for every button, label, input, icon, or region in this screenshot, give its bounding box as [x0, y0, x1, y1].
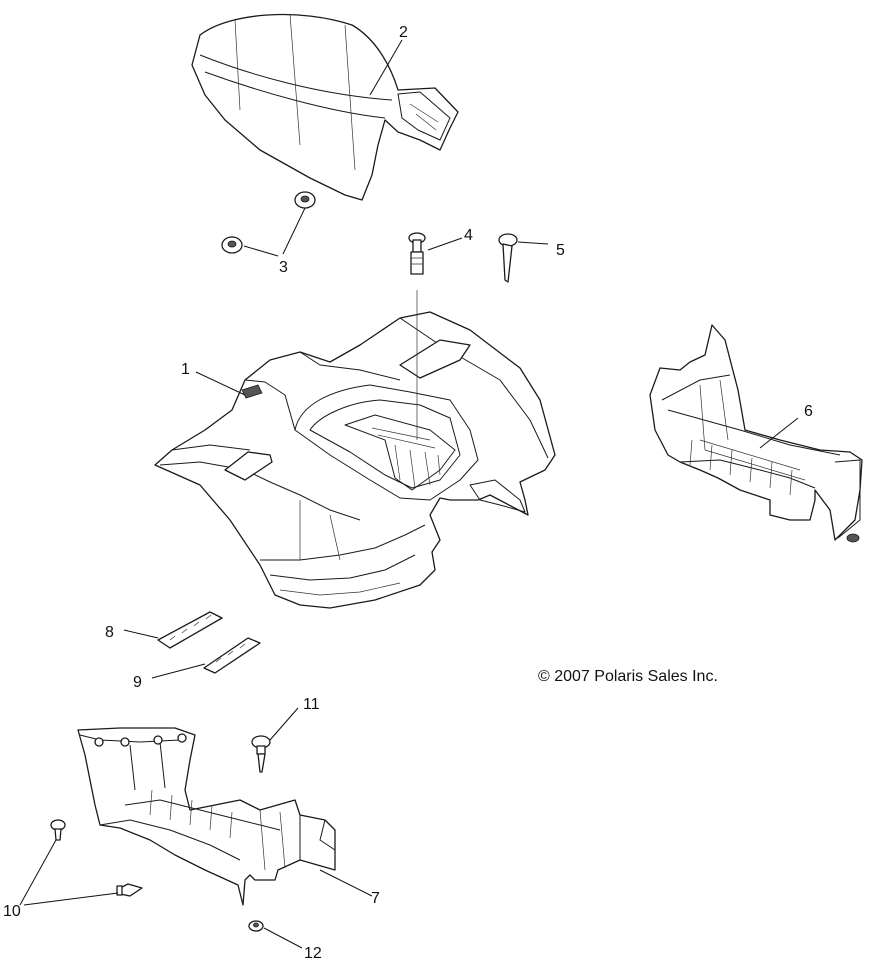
- screw-part-5: [498, 233, 518, 283]
- footwell-left-part: [77, 727, 336, 906]
- callout-11: 11: [303, 696, 320, 713]
- push-rivet-part-upper: [50, 819, 66, 841]
- callout-6: 6: [804, 403, 813, 420]
- footwell-right-part: [649, 324, 863, 543]
- screw-part-11: [251, 735, 271, 773]
- callout-1: 1: [181, 361, 190, 378]
- callout-8: 8: [105, 624, 114, 641]
- callout-2: 2: [399, 24, 408, 41]
- callout-12: 12: [304, 945, 322, 960]
- rivet-part: [408, 232, 426, 275]
- rear-cab-part: [154, 290, 556, 609]
- seat-part: [191, 13, 459, 201]
- push-rivet-part-lower: [116, 883, 143, 897]
- nut-part-upper: [294, 191, 316, 209]
- footrest-pad-part-9: [203, 637, 261, 674]
- footrest-pad-part-8: [157, 611, 223, 649]
- callout-9: 9: [133, 674, 142, 691]
- leader-lines: [19, 39, 799, 949]
- callout-10: 10: [3, 903, 21, 920]
- callout-5: 5: [556, 242, 565, 259]
- callout-7: 7: [371, 890, 380, 907]
- washer-part: [248, 920, 264, 932]
- callout-4: 4: [464, 227, 473, 244]
- copyright-notice: © 2007 Polaris Sales Inc.: [538, 668, 718, 685]
- nut-part-lower: [221, 236, 243, 254]
- callout-labels: 2 3 4 5 1 6 8 9 11 10 7 12: [3, 24, 813, 960]
- callout-3: 3: [279, 259, 288, 276]
